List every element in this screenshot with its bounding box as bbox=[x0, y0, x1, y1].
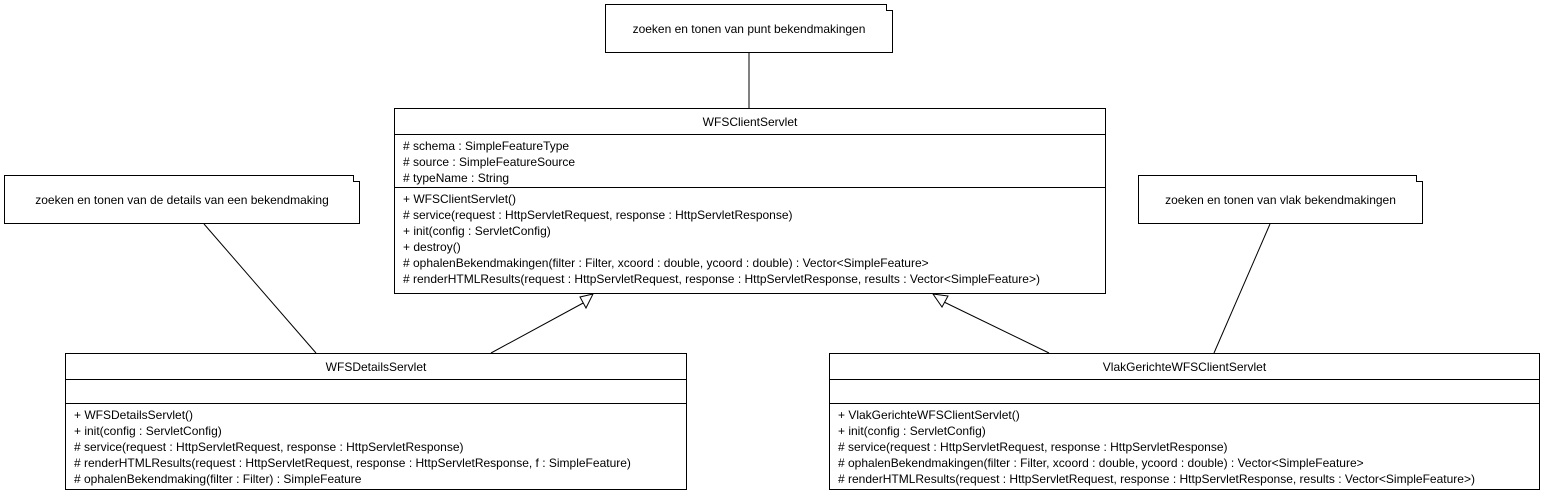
class-attributes bbox=[830, 380, 1539, 404]
note-right-text: zoeken en tonen van vlak bekendmakingen bbox=[1165, 192, 1396, 207]
operation: # ophalenBekendmakingen(filter : Filter,… bbox=[403, 256, 929, 270]
operation: # renderHTMLResults(request : HttpServle… bbox=[74, 456, 631, 470]
note-left-text: zoeken en tonen van de details van een b… bbox=[35, 192, 329, 207]
note-fold-icon bbox=[353, 175, 360, 182]
class-attributes bbox=[66, 380, 686, 404]
operation: # service(request : HttpServletRequest, … bbox=[838, 440, 1228, 454]
class-vlak-gerichte-wfs-client-servlet[interactable]: VlakGerichteWFSClientServlet + VlakGeric… bbox=[829, 353, 1540, 490]
note-top-text: zoeken en tonen van punt bekendmakingen bbox=[632, 21, 866, 36]
operation: # ophalenBekendmakingen(filter : Filter,… bbox=[838, 456, 1364, 470]
generalization-arrowhead-details bbox=[579, 293, 594, 310]
class-attributes: # schema : SimpleFeatureType # source : … bbox=[395, 135, 1105, 188]
attribute: # schema : SimpleFeatureType bbox=[403, 139, 570, 153]
operation: + VlakGerichteWFSClientServlet() bbox=[838, 408, 1020, 422]
attribute: # typeName : String bbox=[403, 171, 510, 185]
operation: # ophalenBekendmaking(filter : Filter) :… bbox=[74, 472, 362, 486]
note-link-left bbox=[203, 223, 317, 354]
operation: + init(config : ServletConfig) bbox=[403, 224, 551, 238]
class-name: WFSClientServlet bbox=[395, 109, 1105, 135]
attribute: # source : SimpleFeatureSource bbox=[403, 155, 576, 169]
operation: # renderHTMLResults(request : HttpServle… bbox=[403, 272, 1040, 286]
operation: + WFSClientServlet() bbox=[403, 192, 517, 206]
operation: + WFSDetailsServlet() bbox=[74, 408, 194, 422]
class-operations: + VlakGerichteWFSClientServlet() + init(… bbox=[830, 404, 1539, 490]
class-name: VlakGerichteWFSClientServlet bbox=[830, 354, 1539, 380]
operation: # service(request : HttpServletRequest, … bbox=[403, 208, 793, 222]
note-fold-icon bbox=[886, 4, 893, 11]
operation: + init(config : ServletConfig) bbox=[838, 424, 986, 438]
class-wfs-details-servlet[interactable]: WFSDetailsServlet + WFSDetailsServlet() … bbox=[65, 353, 687, 490]
generalization-vlak bbox=[943, 301, 1050, 354]
note-left: zoeken en tonen van de details van een b… bbox=[4, 175, 360, 224]
operation: # renderHTMLResults(request : HttpServle… bbox=[838, 472, 1475, 486]
note-link-right bbox=[1213, 223, 1271, 354]
class-operations: + WFSClientServlet() # service(request :… bbox=[395, 188, 1105, 290]
operation: # service(request : HttpServletRequest, … bbox=[74, 440, 464, 454]
class-operations: + WFSDetailsServlet() + init(config : Se… bbox=[66, 404, 686, 490]
class-name: WFSDetailsServlet bbox=[66, 354, 686, 380]
note-fold-icon bbox=[1416, 175, 1423, 182]
operation: + destroy() bbox=[403, 240, 461, 254]
note-top: zoeken en tonen van punt bekendmakingen bbox=[605, 4, 893, 53]
generalization-details bbox=[490, 301, 586, 354]
operation: + init(config : ServletConfig) bbox=[74, 424, 222, 438]
generalization-arrowhead-vlak bbox=[931, 293, 949, 308]
class-wfs-client-servlet[interactable]: WFSClientServlet # schema : SimpleFeatur… bbox=[394, 108, 1106, 294]
note-right: zoeken en tonen van vlak bekendmakingen bbox=[1138, 175, 1423, 224]
